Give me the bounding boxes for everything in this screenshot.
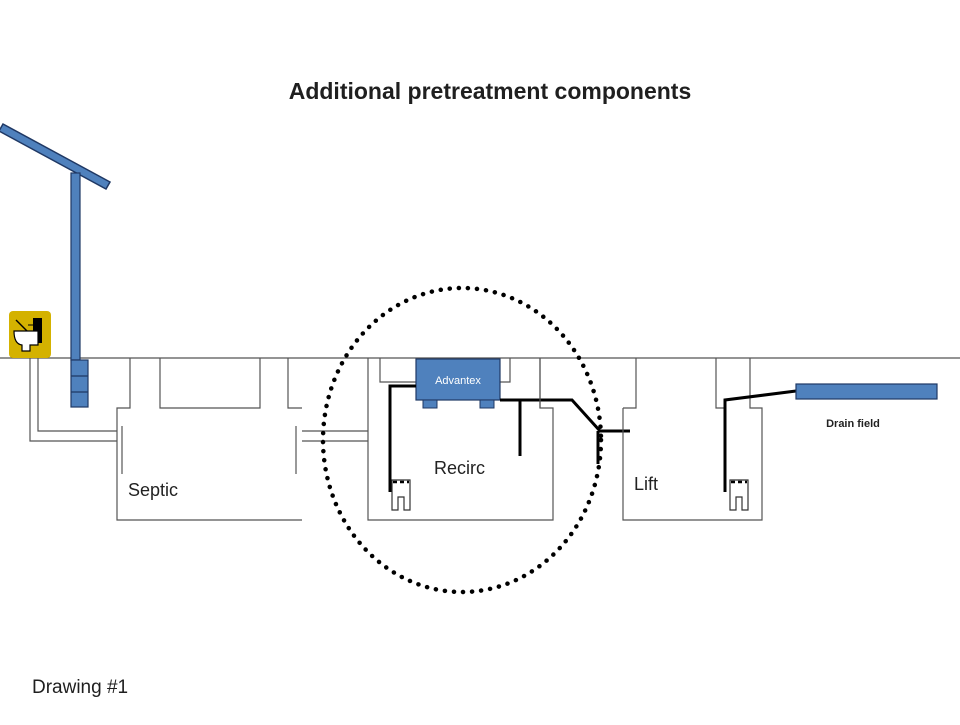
septic-tank: [116, 358, 302, 521]
highlight-circle: [320, 285, 604, 595]
drain-field-pipe: [795, 383, 938, 400]
septic-to-recirc-pipe: [302, 430, 368, 442]
lift-discharge-pipe: [723, 389, 797, 492]
drawing-number: Drawing #1: [32, 677, 129, 698]
label-septic: Septic: [128, 480, 178, 500]
recirc-piping: [388, 384, 630, 492]
lift-pump: [729, 479, 749, 511]
label-lift: Lift: [634, 474, 658, 494]
recirc-pump: [391, 479, 411, 511]
diagram-title: Additional pretreatment components: [288, 78, 692, 104]
toilet-icon: [9, 311, 51, 358]
inlet-pipe: [29, 358, 117, 442]
lift-tank: [539, 358, 763, 521]
vent-pipe: [0, 122, 112, 408]
advantex-unit: [415, 358, 501, 409]
label-advantex: Advantex: [435, 375, 481, 387]
label-drain-field: Drain field: [826, 418, 880, 430]
label-recirc: Recirc: [434, 458, 485, 478]
